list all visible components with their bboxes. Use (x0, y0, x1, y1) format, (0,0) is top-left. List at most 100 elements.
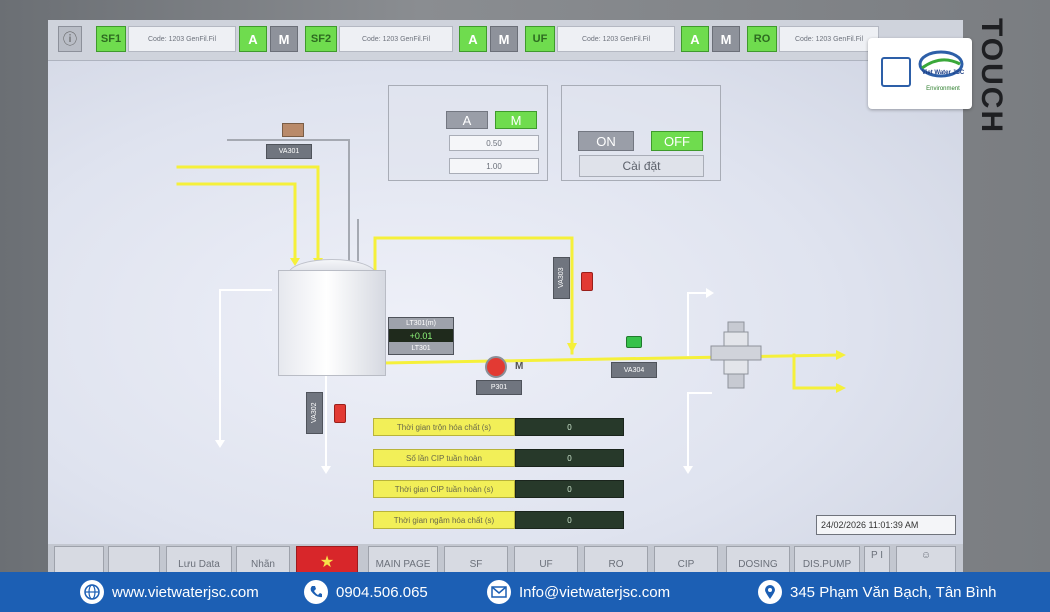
arrow-drain-left (215, 440, 225, 448)
recirc-pipe (373, 236, 574, 355)
ro-tag: RO (747, 26, 777, 52)
uf-manual-button[interactable]: M (712, 26, 740, 52)
touch-label: TOUCH (975, 18, 1008, 135)
hmi-screen: ⓘ SF1 Code: 1203 GenFil.Fil A M SF2 Code… (48, 20, 963, 572)
website-text: www.vietwaterjsc.com (112, 583, 259, 601)
nav-main-page-button[interactable]: MAIN PAGE (368, 546, 438, 572)
uf-tag: UF (525, 26, 555, 52)
nav-luu-data-button[interactable]: Lưu Data (166, 546, 232, 572)
arrow-inlet-2 (290, 258, 300, 266)
cip-param-value[interactable]: 0 (515, 511, 624, 529)
va303-tag: VA303 (553, 257, 570, 299)
nav-pi-button[interactable]: P I (864, 546, 890, 572)
location-icon (758, 580, 782, 604)
drain-left (219, 289, 272, 441)
cip-param-label: Số lần CIP tuần hoàn (373, 449, 515, 467)
cip-param-value[interactable]: 0 (515, 418, 624, 436)
level-label: LT301(m) (389, 318, 453, 329)
va304-valve[interactable] (626, 336, 642, 348)
globe-icon (80, 580, 104, 604)
va301-line (227, 139, 350, 261)
panel-auto-button[interactable]: A (446, 111, 488, 129)
nav-dosing-button[interactable]: DOSING (726, 546, 790, 572)
level-value: +0.01 (389, 329, 453, 342)
arrow-drain-bottom (321, 466, 331, 474)
footer-phone[interactable]: 0904.506.065 (304, 572, 428, 612)
on-button[interactable]: ON (578, 131, 634, 151)
certification-seal-icon (881, 57, 911, 87)
setpoint-2-field[interactable]: 1.00 (449, 158, 539, 174)
footer-address[interactable]: 345 Phạm Văn Bạch, Tân Bình (758, 572, 997, 612)
uf-auto-button[interactable]: A (681, 26, 709, 52)
va301-actuator[interactable] (282, 123, 304, 137)
tank-t301 (278, 270, 386, 376)
filter-inlet (687, 292, 712, 356)
arrow-filter-inlet (706, 288, 714, 298)
cartridge-filter (710, 321, 762, 389)
cip-param-label: Thời gian ngâm hóa chất (s) (373, 511, 515, 529)
address-text: 345 Phạm Văn Bạch, Tân Bình (790, 583, 997, 601)
ro-code: Code: 1203 GenFil.Fil (779, 26, 879, 52)
nav-cip-button[interactable]: CIP (654, 546, 718, 572)
nav-ro-button[interactable]: RO (584, 546, 648, 572)
brand-logo-card: Viet Water JSC Environment (868, 38, 972, 109)
contact-footer: www.vietwaterjsc.com 0904.506.065 Info@v… (0, 572, 1050, 612)
sf2-tag: SF2 (305, 26, 337, 52)
lt301-tag: LT301 (389, 342, 453, 354)
datetime-display: 24/02/2026 11:01:39 AM (816, 515, 956, 535)
filter-drain (687, 392, 712, 469)
sf2-code: Code: 1203 GenFil.Fil (339, 26, 453, 52)
process-diagram (176, 139, 846, 474)
arrow-filter-drain (683, 466, 693, 474)
footer-email[interactable]: Info@vietwaterjsc.com (487, 572, 670, 612)
uf-code: Code: 1203 GenFil.Fil (557, 26, 675, 52)
inlet-pipe-1 (176, 165, 320, 262)
flag-star-icon: ★ (319, 554, 335, 571)
nav-icon-button-2[interactable] (108, 546, 160, 572)
language-flag-button[interactable]: ★ (296, 546, 358, 572)
phone-text: 0904.506.065 (336, 583, 428, 601)
inlet-pipe-2 (176, 182, 297, 262)
va304-tag: VA304 (611, 362, 657, 378)
level-indicator: LT301(m) +0.01 LT301 (388, 317, 454, 355)
va302-tag: VA302 (306, 392, 323, 434)
info-button[interactable]: ⓘ (58, 26, 82, 52)
arrow-outlet-branch (836, 383, 846, 393)
sf1-tag: SF1 (96, 26, 126, 52)
mail-icon (487, 580, 511, 604)
top-status-bar: ⓘ SF1 Code: 1203 GenFil.Fil A M SF2 Code… (48, 20, 963, 61)
footer-website[interactable]: www.vietwaterjsc.com (80, 572, 259, 612)
cip-param-value[interactable]: 0 (515, 480, 624, 498)
cip-param-label: Thời gian CIP tuần hoàn (s) (373, 480, 515, 498)
sf1-code: Code: 1203 GenFil.Fil (128, 26, 236, 52)
email-text: Info@vietwaterjsc.com (519, 583, 671, 601)
va301-tag: VA301 (266, 144, 312, 159)
sf1-manual-button[interactable]: M (270, 26, 298, 52)
logo-tagline: Environment (926, 86, 960, 92)
pump-p301[interactable] (485, 356, 507, 378)
settings-button[interactable]: Cài đặt (579, 155, 704, 177)
arrow-outlet (836, 350, 846, 360)
nav-user-button[interactable]: ☺ (896, 546, 956, 572)
nav-nhan-button[interactable]: Nhãn (236, 546, 290, 572)
nav-icon-button-1[interactable] (54, 546, 104, 572)
info-icon: ⓘ (63, 31, 77, 47)
vietwater-logo-icon (918, 50, 964, 78)
sf2-auto-button[interactable]: A (459, 26, 487, 52)
main-pipe (382, 353, 840, 365)
va303-valve[interactable] (581, 272, 593, 291)
arrow-recirc (567, 343, 577, 353)
va302-valve[interactable] (334, 404, 346, 423)
cip-param-label: Thời gian trộn hóa chất (s) (373, 418, 515, 436)
sf2-manual-button[interactable]: M (490, 26, 518, 52)
cip-param-value[interactable]: 0 (515, 449, 624, 467)
nav-dis-pump-button[interactable]: DIS.PUMP (794, 546, 860, 572)
panel-manual-button[interactable]: M (495, 111, 537, 129)
nav-uf-button[interactable]: UF (514, 546, 578, 572)
nav-sf-button[interactable]: SF (444, 546, 508, 572)
outlet-branch (792, 353, 840, 390)
off-button[interactable]: OFF (651, 131, 703, 151)
setpoint-1-field[interactable]: 0.50 (449, 135, 539, 151)
sf1-auto-button[interactable]: A (239, 26, 267, 52)
phone-icon (304, 580, 328, 604)
